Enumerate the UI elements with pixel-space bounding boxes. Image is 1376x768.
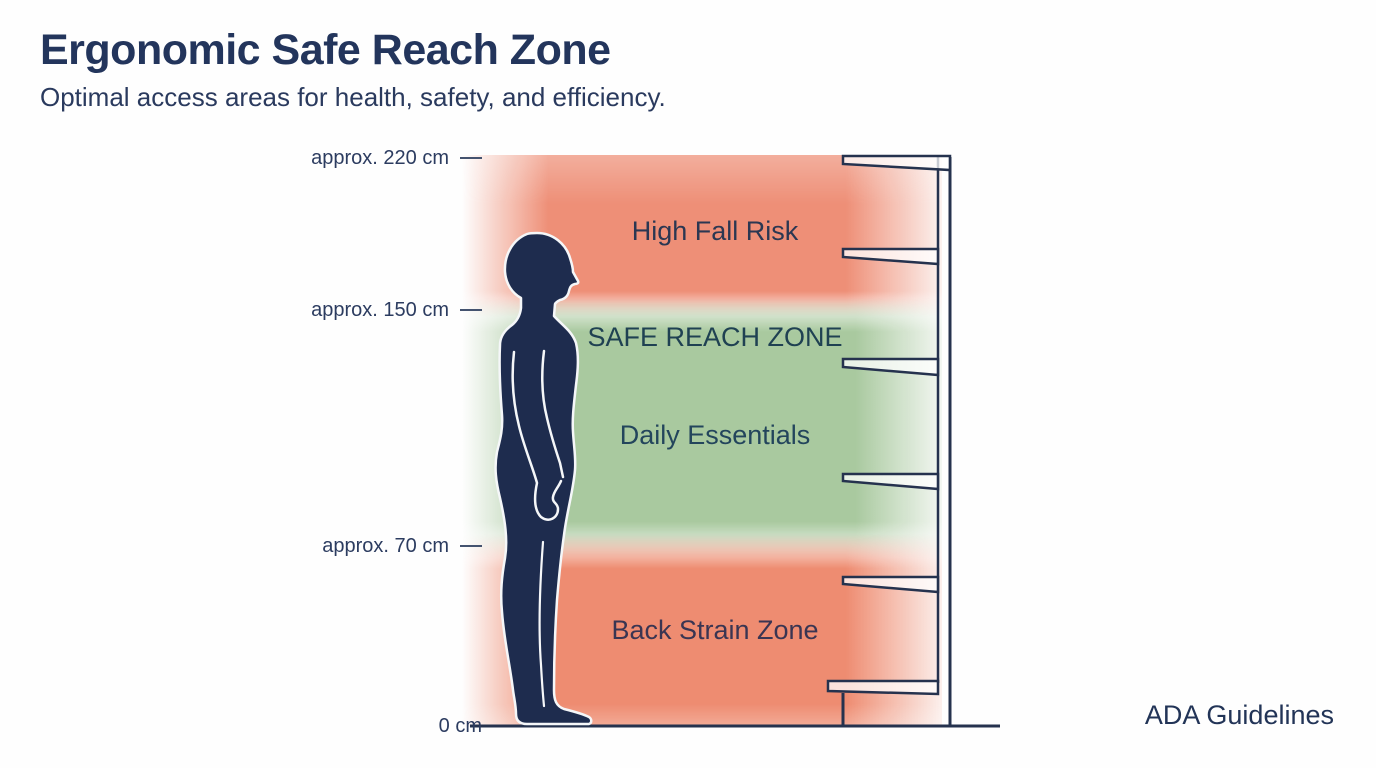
arm-front-contour-line [541,349,565,479]
measurement-label: approx. 220 cm [311,146,449,169]
human-body-shape [494,231,593,726]
measurement-label: approx. 70 cm [322,534,449,557]
tick-line [460,309,482,311]
arm-contour-line [511,350,563,521]
ada-guidelines-label: ADA Guidelines [1144,700,1334,730]
tick-line [460,545,482,547]
page-title: Ergonomic Safe Reach Zone [40,26,611,74]
page-subtitle: Optimal access areas for health, safety,… [40,82,666,112]
zone-label-daily-essentials: Daily Essentials [619,420,811,450]
measurement-label: 0 cm [438,714,482,737]
shelf-board [841,357,940,377]
zone-label-high-fall-risk: High Fall Risk [631,216,799,246]
shelf-board [826,679,940,696]
shelf-board [841,154,952,172]
measurement-label: approx. 150 cm [311,298,449,321]
measurement-70cm: approx. 70 cm [255,532,482,560]
shelf-unit-icon [470,154,1000,728]
zone-label-safe-reach: SAFE REACH ZONE [587,322,843,352]
shelf-board [841,472,940,491]
measurement-0cm: 0 cm [255,712,508,740]
leg-separation-line [538,540,546,708]
shelf-board [841,575,940,594]
tick-line [460,157,482,159]
measurement-220cm: approx. 220 cm [255,144,482,172]
shelf-board [841,247,940,266]
zone-label-back-strain: Back Strain Zone [611,615,819,645]
measurement-150cm: approx. 150 cm [255,296,482,324]
human-silhouette-icon [494,231,593,726]
